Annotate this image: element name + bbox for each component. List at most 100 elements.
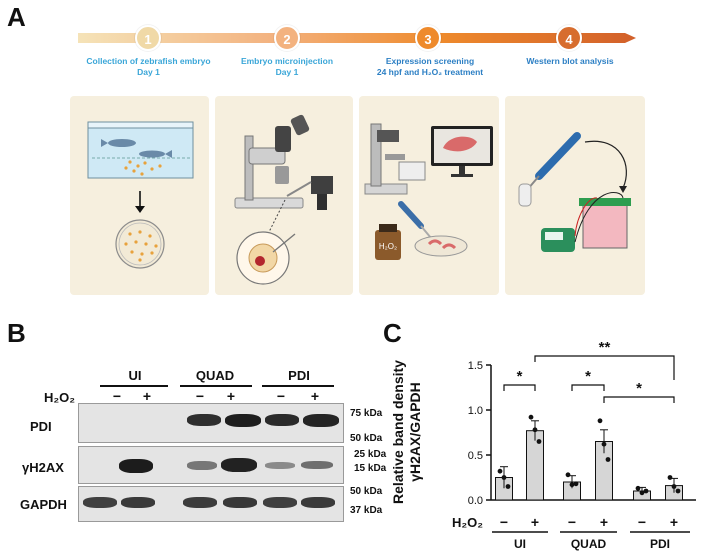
blot-row-pdi-label: PDI xyxy=(30,419,52,434)
blot-band xyxy=(119,459,153,473)
step-1-label: Collection of zebrafish embryo Day 1 xyxy=(66,56,231,77)
data-point xyxy=(505,484,511,489)
data-point xyxy=(536,439,542,444)
step-1-day: Day 1 xyxy=(137,66,160,77)
step-4-circle: 4 xyxy=(556,25,582,51)
data-point xyxy=(569,482,575,488)
blot-band xyxy=(265,414,299,426)
panel-label-b: B xyxy=(7,318,26,348)
significance-label: ** xyxy=(599,339,611,356)
blot-band xyxy=(83,497,117,508)
blot-strip-gapdh xyxy=(78,486,344,522)
chart-h2o2-label: H₂O₂ xyxy=(452,515,483,530)
microscope-microinjection-illustration xyxy=(234,114,333,285)
h2o2-bottle-label: H₂O₂ xyxy=(379,242,397,251)
step-3-title: Expression screening xyxy=(385,56,475,66)
blot-group-pdi-line xyxy=(262,385,334,387)
data-point xyxy=(497,468,503,474)
y-tick-label: 0.5 xyxy=(468,450,483,462)
blot-band xyxy=(223,497,257,508)
blot-band xyxy=(263,497,297,508)
blot-treat-6: + xyxy=(310,388,320,404)
blot-row-gapdh-label: GAPDH xyxy=(20,497,67,512)
chart-treatment: + xyxy=(600,514,608,530)
data-point xyxy=(605,457,611,462)
step-1-circle: 1 xyxy=(135,25,161,51)
blot-band xyxy=(121,497,155,508)
western-blot-illustration xyxy=(518,132,631,252)
significance-label: * xyxy=(636,380,642,397)
blot-strip-gh2ax xyxy=(78,446,344,484)
step-2-label: Embryo microinjection Day 1 xyxy=(212,56,362,77)
significance-bracket xyxy=(571,384,605,391)
blot-treat-4: + xyxy=(226,388,236,404)
data-point xyxy=(573,481,579,487)
panel-label-a: A xyxy=(7,2,26,32)
significance-bracket xyxy=(534,355,675,380)
screening-illustration: H₂O₂ xyxy=(364,123,493,260)
blot-h2o2-label: H₂O₂ xyxy=(44,390,76,405)
step-3-circle: 3 xyxy=(415,25,441,51)
blot-group-quad-line xyxy=(180,385,252,387)
kda-marker-pdi-upper: 75 kDa xyxy=(350,408,383,419)
data-point xyxy=(675,488,681,494)
step-2-circle: 2 xyxy=(274,25,300,51)
zebrafish-icon xyxy=(101,139,172,158)
step-2-day: Day 1 xyxy=(275,66,299,77)
fish-tank-illustration xyxy=(87,121,194,269)
data-point xyxy=(597,418,603,424)
chart-group-label: QUAD xyxy=(571,537,607,551)
step-1-title: Collection of zebrafish embryo xyxy=(86,56,211,66)
step-4-label: Western blot analysis xyxy=(500,56,640,67)
blot-treat-1: − xyxy=(112,388,122,404)
chart-treatment: + xyxy=(531,514,539,530)
blot-treat-2: + xyxy=(142,388,152,404)
chart-group-label: UI xyxy=(514,537,526,551)
blot-band xyxy=(301,497,335,508)
kda-marker-gapdh-lower: 37 kDa xyxy=(350,505,383,516)
significance-label: * xyxy=(517,368,523,385)
blot-treat-5: − xyxy=(276,388,286,404)
y-tick-label: 1.5 xyxy=(468,360,483,372)
blot-band xyxy=(303,414,339,427)
significance-bracket xyxy=(503,384,536,391)
data-point xyxy=(635,485,641,491)
step-3-label: Expression screening 24 hpf and H₂O₂ tre… xyxy=(355,56,505,77)
step-4-title: Western blot analysis xyxy=(526,56,614,66)
kda-marker-gh2ax-lower: 15 kDa xyxy=(354,463,387,474)
blot-band xyxy=(187,461,217,470)
blot-band xyxy=(221,458,257,472)
blot-row-gh2ax-label: γH2AX xyxy=(22,460,64,475)
step-3-card: H₂O₂ xyxy=(359,96,499,295)
timeline-arrow xyxy=(78,33,636,43)
step-1-card xyxy=(70,96,209,295)
data-point xyxy=(501,475,507,480)
blot-band xyxy=(225,414,261,427)
blot-group-quad: QUAD xyxy=(195,368,235,383)
data-point xyxy=(601,441,607,447)
panel-label-c: C xyxy=(383,318,402,348)
kda-marker-pdi-lower: 50 kDa xyxy=(350,433,383,444)
significance-bracket xyxy=(603,396,675,403)
y-axis-label-line1: Relative band density xyxy=(390,360,406,504)
chart-treatment: − xyxy=(568,514,576,530)
chart-treatment: − xyxy=(500,514,508,530)
data-point xyxy=(643,488,649,494)
kda-marker-gh2ax-upper: 25 kDa xyxy=(354,449,387,460)
chart-treatment: − xyxy=(638,514,646,530)
chart-group-label: PDI xyxy=(650,537,670,551)
y-axis-label-line2: γH2AX/GAPDH xyxy=(407,382,423,482)
step-4-card xyxy=(505,96,645,295)
blot-group-pdi: PDI xyxy=(288,368,310,383)
data-point xyxy=(532,427,538,433)
data-point xyxy=(671,484,677,489)
data-point xyxy=(528,414,534,420)
blot-group-ui: UI xyxy=(128,368,142,383)
blot-strip-pdi xyxy=(78,403,344,443)
blot-band xyxy=(187,414,221,426)
blot-group-ui-line xyxy=(100,385,168,387)
step-3-sub: 24 hpf and H₂O₂ treatment xyxy=(376,66,484,77)
y-tick-label: 1.0 xyxy=(468,405,483,417)
chart-treatment: + xyxy=(670,514,678,530)
blot-treat-3: − xyxy=(195,388,205,404)
